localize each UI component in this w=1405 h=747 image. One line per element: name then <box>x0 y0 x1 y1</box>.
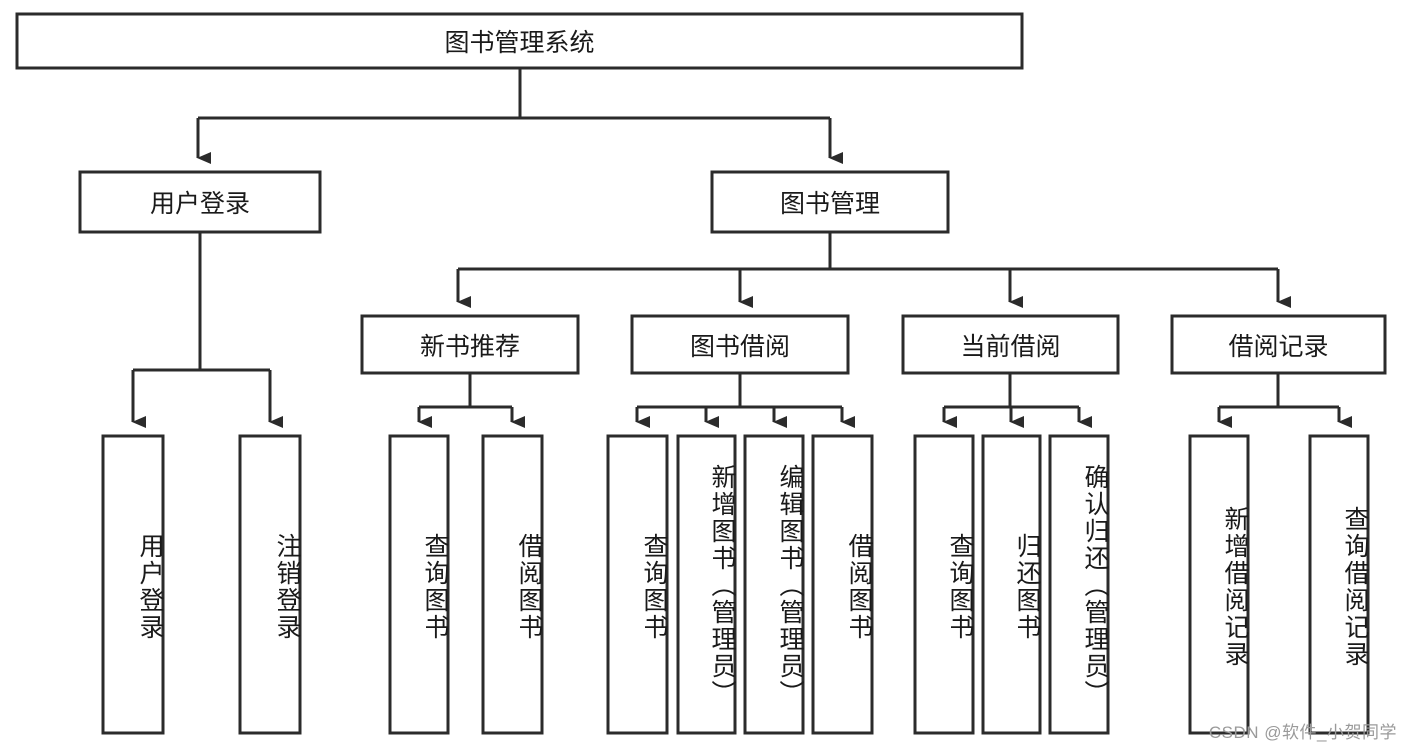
node-leaf-add-book[interactable] <box>676 434 737 735</box>
node-leaf-query-book-1[interactable] <box>388 434 450 735</box>
node-root-book-management-system[interactable] <box>15 12 1024 70</box>
node-leaf-user-login[interactable] <box>101 434 165 735</box>
node-new-book-recommend[interactable] <box>360 314 580 375</box>
node-leaf-borrow-book-2[interactable] <box>811 434 874 735</box>
node-borrow-record[interactable] <box>1170 314 1387 375</box>
node-book-manage[interactable] <box>710 170 950 234</box>
node-user-login[interactable] <box>78 170 322 234</box>
node-leaf-add-record[interactable] <box>1188 434 1250 735</box>
node-leaf-query-book-2[interactable] <box>606 434 669 735</box>
node-leaf-confirm-return[interactable] <box>1048 434 1110 735</box>
node-leaf-borrow-book-1[interactable] <box>481 434 544 735</box>
node-current-borrow[interactable] <box>901 314 1120 375</box>
node-leaf-return-book[interactable] <box>981 434 1042 735</box>
node-leaf-logout[interactable] <box>238 434 302 735</box>
node-book-borrow[interactable] <box>630 314 850 375</box>
node-leaf-edit-book[interactable] <box>743 434 805 735</box>
node-leaf-query-record[interactable] <box>1308 434 1370 735</box>
node-leaf-query-book-3[interactable] <box>913 434 975 735</box>
